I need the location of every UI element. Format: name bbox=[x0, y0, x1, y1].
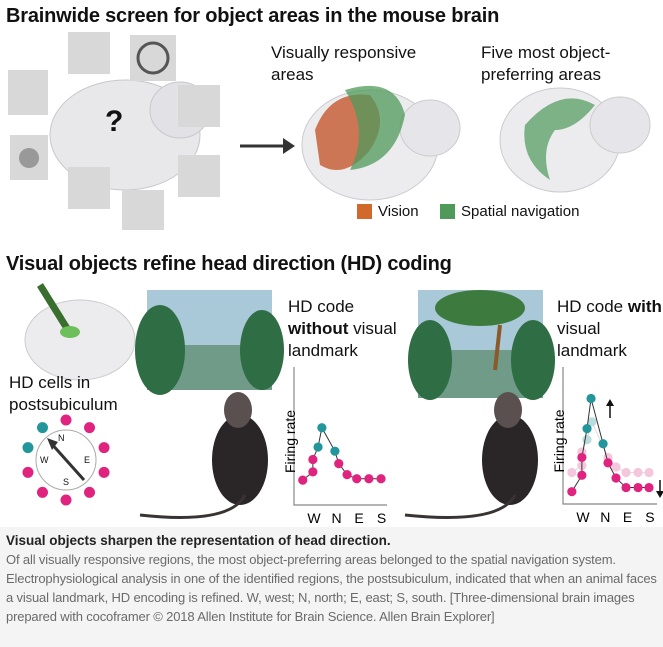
compass-s: S bbox=[63, 477, 70, 487]
faucet-image bbox=[178, 155, 220, 197]
landscape-with-tree bbox=[408, 290, 555, 400]
x-tick-label: N bbox=[331, 510, 341, 526]
data-point bbox=[330, 446, 340, 456]
data-point bbox=[577, 452, 587, 463]
data-point bbox=[577, 470, 587, 480]
data-point bbox=[582, 435, 592, 445]
label-object-preferring: Five most object-preferring areas bbox=[481, 43, 611, 84]
hd-with-label: HD code with visual landmark bbox=[557, 296, 663, 362]
compass-cell-dot bbox=[84, 422, 96, 434]
data-point bbox=[342, 470, 352, 480]
caption-title: Visual objects sharpen the representatio… bbox=[6, 533, 391, 548]
label-part: visual landmark bbox=[288, 319, 397, 360]
x-tick-label: E bbox=[354, 510, 363, 526]
object-areas-brain bbox=[499, 87, 651, 193]
mouse-right bbox=[404, 392, 538, 519]
mouse-image bbox=[178, 85, 220, 127]
data-point bbox=[582, 424, 592, 434]
legend-vision: Vision bbox=[357, 203, 419, 220]
data-point bbox=[621, 467, 631, 478]
data-point bbox=[352, 474, 362, 484]
compass-cell-dot bbox=[60, 414, 72, 426]
data-point bbox=[308, 454, 318, 465]
x-tick-label: W bbox=[576, 509, 590, 525]
caption-body: Of all visually responsive regions, the … bbox=[6, 552, 657, 624]
chart-axes bbox=[562, 367, 657, 505]
data-point bbox=[611, 462, 621, 472]
label-visually-responsive: Visually responsive areas bbox=[271, 43, 417, 84]
camera-image bbox=[68, 167, 110, 209]
label-bold: with bbox=[627, 297, 662, 316]
hd-without-label: HD code without visual landmark bbox=[288, 296, 413, 362]
x-tick-label: W bbox=[307, 510, 321, 526]
legend-label: Vision bbox=[378, 203, 419, 220]
data-point bbox=[313, 442, 323, 452]
data-point bbox=[633, 467, 643, 478]
label-part: HD code bbox=[557, 297, 628, 316]
x-tick-label: S bbox=[377, 510, 386, 526]
label-bold: without bbox=[288, 319, 349, 338]
compass-n: N bbox=[58, 433, 65, 443]
data-point bbox=[633, 482, 643, 493]
y-axis-label: Firing rate bbox=[282, 410, 298, 473]
deer-image bbox=[8, 70, 48, 115]
legend-swatch-spatial bbox=[440, 204, 455, 219]
hd-illustration bbox=[22, 283, 555, 519]
up-arrow-head bbox=[606, 399, 614, 406]
legend-label: Spatial navigation bbox=[461, 203, 580, 220]
visual-areas-brain bbox=[301, 85, 461, 201]
brainwide-illustration bbox=[8, 32, 651, 230]
compass-cell-dot bbox=[36, 486, 48, 498]
compass-cell-dot bbox=[22, 466, 34, 478]
data-point bbox=[567, 467, 577, 478]
brain-with-electrode bbox=[24, 283, 136, 381]
legend-spatial-navigation: Spatial navigation bbox=[440, 203, 579, 220]
brain-with-objects bbox=[8, 32, 295, 230]
data-point bbox=[621, 482, 631, 493]
data-point bbox=[298, 475, 308, 485]
data-point bbox=[611, 473, 621, 483]
data-point bbox=[364, 474, 374, 484]
compass-cell-dot bbox=[98, 466, 110, 478]
compass-e: E bbox=[84, 455, 91, 465]
compass-cell-dot bbox=[22, 442, 34, 454]
data-point bbox=[603, 458, 613, 468]
data-point bbox=[308, 467, 318, 477]
data-point bbox=[334, 459, 344, 469]
legend-swatch-vision bbox=[357, 204, 372, 219]
hd-cells-label: HD cells in postsubiculum bbox=[9, 373, 118, 414]
x-tick-label: E bbox=[623, 509, 632, 525]
data-point bbox=[317, 423, 327, 433]
question-mark: ? bbox=[105, 105, 124, 138]
label-part: HD code bbox=[288, 297, 355, 316]
data-point bbox=[376, 474, 386, 484]
compass-cell-dot bbox=[84, 486, 96, 498]
panel1-title: Brainwide screen for object areas in the… bbox=[6, 5, 500, 27]
panel2-title: Visual objects refine head direction (HD… bbox=[6, 253, 452, 275]
compass-cell-dot bbox=[36, 422, 48, 434]
compass bbox=[22, 414, 110, 506]
figure-caption: Visual objects sharpen the representatio… bbox=[0, 527, 663, 647]
down-arrow-head bbox=[656, 491, 663, 498]
data-point bbox=[587, 417, 597, 427]
x-tick-label: N bbox=[600, 509, 610, 525]
landscape-no-landmark bbox=[135, 290, 284, 395]
data-point bbox=[644, 467, 654, 478]
x-tick-label: S bbox=[645, 509, 654, 525]
compass-cell-dot bbox=[98, 442, 110, 454]
data-point bbox=[644, 482, 654, 493]
data-point bbox=[586, 393, 596, 404]
data-point bbox=[598, 439, 608, 449]
label-part: visual landmark bbox=[557, 319, 627, 360]
chart-axes bbox=[293, 367, 387, 506]
y-axis-label: Firing rate bbox=[551, 409, 567, 472]
mouse-left bbox=[139, 392, 268, 519]
table-image bbox=[122, 190, 164, 230]
compass-w: W bbox=[40, 455, 49, 465]
eagle-image bbox=[68, 32, 110, 74]
data-point bbox=[567, 487, 577, 497]
compass-cell-dot bbox=[60, 494, 72, 506]
